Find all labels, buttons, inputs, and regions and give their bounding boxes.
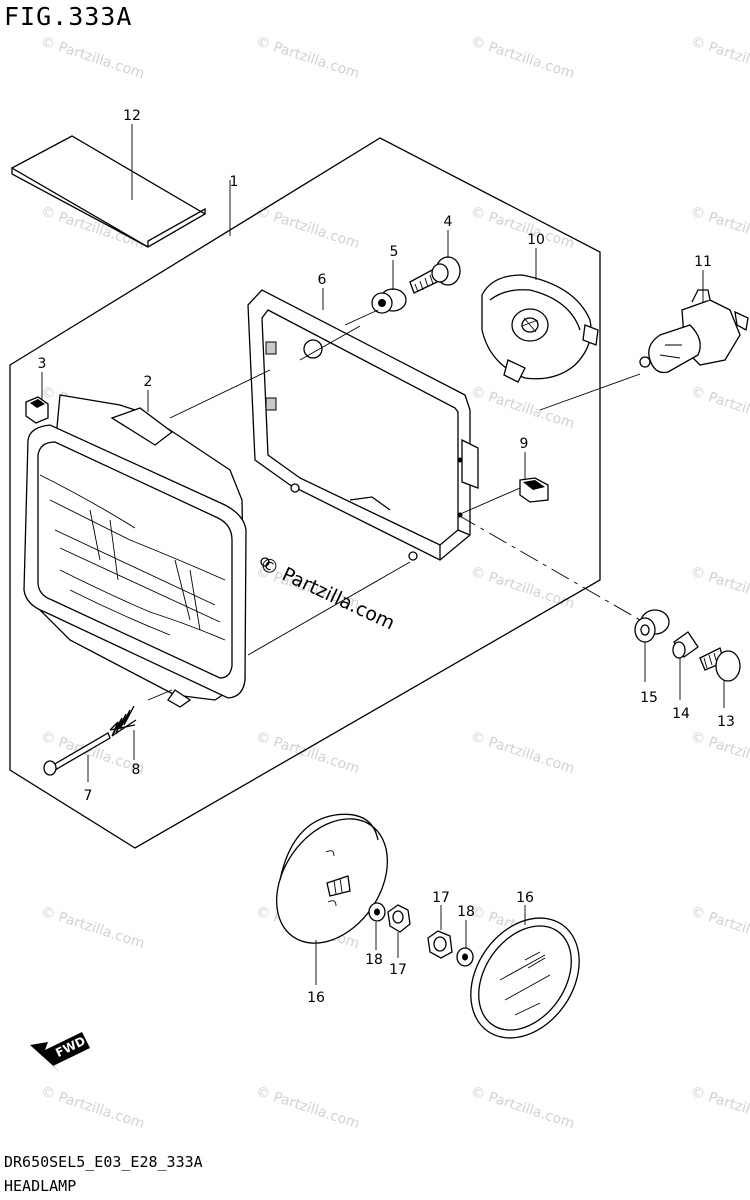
callout-12: 12	[123, 108, 141, 124]
assembly-outline	[9, 137, 601, 849]
callout-18-right: 18	[457, 904, 475, 920]
part-6-headlamp-frame	[247, 289, 479, 561]
watermark-text: © Partzilla.com	[689, 1084, 750, 1133]
callout-13: 13	[717, 714, 735, 730]
connector-lines	[41, 124, 725, 985]
watermark-text: © Partzilla.com	[469, 384, 577, 433]
callout-8: 8	[132, 762, 141, 778]
watermark-text: © Partzilla.com	[689, 904, 750, 953]
watermark-text: © Partzilla.com	[469, 1084, 577, 1133]
model-code: DR650SEL5_E03_E28_333A	[4, 1153, 203, 1171]
part-2-headlamp-unit	[23, 394, 270, 708]
watermark-text: © Partzilla.com	[469, 34, 577, 83]
watermark-text: © Partzilla.com	[469, 204, 577, 253]
callout-17-right: 17	[432, 890, 450, 906]
callout-6: 6	[318, 272, 327, 288]
callout-18-left: 18	[365, 952, 383, 968]
watermark-text: © Partzilla.com	[689, 204, 750, 253]
callout-17-left: 17	[389, 962, 407, 978]
callout-3: 3	[38, 356, 47, 372]
callout-2: 2	[144, 374, 153, 390]
callout-15: 15	[640, 690, 658, 706]
part-3-clip	[25, 396, 49, 424]
part-16-dust-cover	[275, 813, 389, 944]
part-16-dust-cover-rear	[470, 917, 580, 1039]
fwd-arrow-icon: FWD	[30, 1032, 90, 1072]
watermark-text: © Partzilla.com	[39, 904, 147, 953]
watermark-text: © Partzilla.com	[469, 729, 577, 778]
watermark-text: © Partzilla.com	[689, 384, 750, 433]
part-11-bulb	[639, 289, 749, 374]
part-name: HEADLAMP	[4, 1177, 77, 1195]
figure-title: FIG.333A	[4, 2, 133, 31]
part-5-grommet	[371, 288, 407, 314]
part-17-nut-right	[427, 930, 453, 959]
callout-14: 14	[672, 706, 690, 722]
callout-16-right: 16	[516, 890, 534, 906]
callout-10: 10	[527, 232, 545, 248]
part-8-spring	[109, 705, 137, 737]
callout-labels: 1 2 3 4 5 6 7 8 9 10 11 12 13 14 15 16 1…	[38, 108, 735, 1006]
watermark-text: © Partzilla.com	[39, 34, 147, 83]
part-17-nut-left	[387, 904, 411, 933]
callout-7: 7	[84, 788, 93, 804]
callout-16-left: 16	[307, 990, 325, 1006]
part-4-bolt	[409, 256, 461, 294]
part-10-socket-cover	[481, 274, 599, 383]
watermark-text: © Partzilla.com	[689, 34, 750, 83]
watermark-text: © Partzilla.com	[254, 34, 362, 83]
callout-11: 11	[694, 254, 712, 270]
watermark-text: © Partzilla.com	[689, 729, 750, 778]
part-7-screw	[43, 732, 111, 776]
watermark-text: © Partzilla.com	[469, 564, 577, 613]
callout-5: 5	[390, 244, 399, 260]
watermark-text: © Partzilla.com	[39, 1084, 147, 1133]
callout-1: 1	[230, 174, 239, 190]
watermark-text: © Partzilla.com	[689, 564, 750, 613]
part-12-label-sheet	[10, 135, 207, 248]
watermark-text: © Partzilla.com	[254, 204, 362, 253]
callout-9: 9	[520, 436, 529, 452]
part-18-washer-right	[456, 947, 474, 967]
part-15-grommet	[634, 609, 670, 643]
watermark-center: © Partzilla.com	[256, 553, 398, 635]
part-13-bolt	[699, 647, 741, 682]
callout-4: 4	[444, 214, 453, 230]
watermark-text: © Partzilla.com	[254, 1084, 362, 1133]
part-18-washer-left	[368, 902, 386, 922]
part-14-collar	[672, 631, 699, 659]
part-9-clip	[519, 477, 549, 503]
